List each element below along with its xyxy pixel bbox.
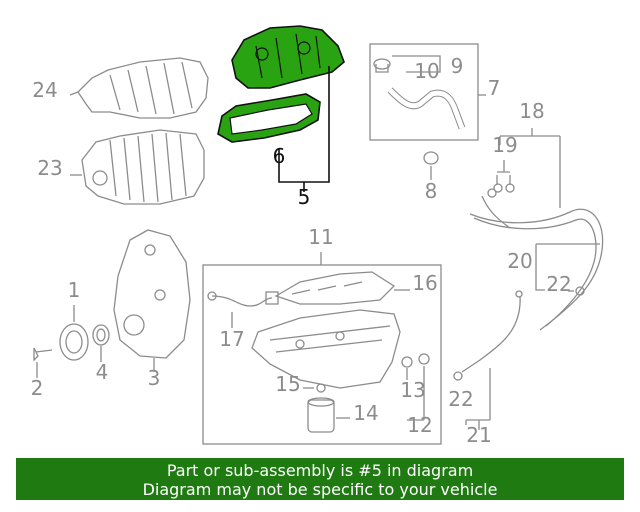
balancer-part[interactable] <box>59 305 89 361</box>
banner-line-1: Part or sub-assembly is #5 in diagram <box>166 461 474 480</box>
callout-22[interactable]: 22 <box>546 272 571 296</box>
washer-part[interactable] <box>401 356 413 368</box>
wiring-harness-part[interactable] <box>469 128 604 331</box>
windage-tray-part[interactable] <box>274 271 410 305</box>
hose-group-box <box>369 43 479 141</box>
intake-manifold-part[interactable] <box>70 129 205 205</box>
seal-part[interactable] <box>92 324 110 362</box>
bolt-part[interactable] <box>33 347 53 378</box>
callout-1[interactable]: 1 <box>68 278 81 302</box>
callout-11[interactable]: 11 <box>308 225 333 249</box>
callout-23[interactable]: 23 <box>37 156 62 180</box>
dipstick-part[interactable] <box>453 290 523 430</box>
valve-cover-part[interactable] <box>231 25 345 89</box>
callout-15[interactable]: 15 <box>275 372 300 396</box>
callout-20[interactable]: 20 <box>507 249 532 273</box>
callout-17[interactable]: 17 <box>219 327 244 351</box>
plug-part[interactable] <box>423 151 439 180</box>
oil-filter-part[interactable] <box>307 397 350 433</box>
callout-10[interactable]: 10 <box>414 59 439 83</box>
timing-cover-part[interactable] <box>113 229 191 372</box>
callout-22[interactable]: 22 <box>448 387 473 411</box>
callout-6[interactable]: 6 <box>273 144 286 168</box>
drain-plug-part[interactable] <box>316 383 326 393</box>
callout-14[interactable]: 14 <box>353 401 378 425</box>
callout-12[interactable]: 12 <box>407 413 432 437</box>
pcv-hose-part[interactable] <box>387 87 466 130</box>
callout-24[interactable]: 24 <box>32 78 57 102</box>
oil-pan-group-box <box>202 264 442 445</box>
callout-16[interactable]: 16 <box>412 271 437 295</box>
bolt-13-part[interactable] <box>418 353 430 365</box>
callout-5[interactable]: 5 <box>298 185 311 209</box>
callout-19[interactable]: 19 <box>492 133 517 157</box>
callout-2[interactable]: 2 <box>31 376 44 400</box>
callout-9[interactable]: 9 <box>451 54 464 78</box>
cap-part[interactable] <box>373 55 441 73</box>
callout-7[interactable]: 7 <box>488 76 501 100</box>
oil-sensor-part[interactable] <box>207 291 279 328</box>
callout-18[interactable]: 18 <box>519 99 544 123</box>
banner-line-2: Diagram may not be specific to your vehi… <box>142 480 498 499</box>
callout-21[interactable]: 21 <box>466 423 491 447</box>
intake-cover-part[interactable] <box>69 57 209 119</box>
callout-3[interactable]: 3 <box>148 366 161 390</box>
callout-4[interactable]: 4 <box>96 360 109 384</box>
callout-8[interactable]: 8 <box>425 179 438 203</box>
info-banner: Part or sub-assembly is #5 in diagram Di… <box>16 458 624 500</box>
oil-pan-part[interactable] <box>251 309 401 389</box>
valve-cover-gasket-part[interactable] <box>217 93 321 143</box>
callout-13[interactable]: 13 <box>400 378 425 402</box>
